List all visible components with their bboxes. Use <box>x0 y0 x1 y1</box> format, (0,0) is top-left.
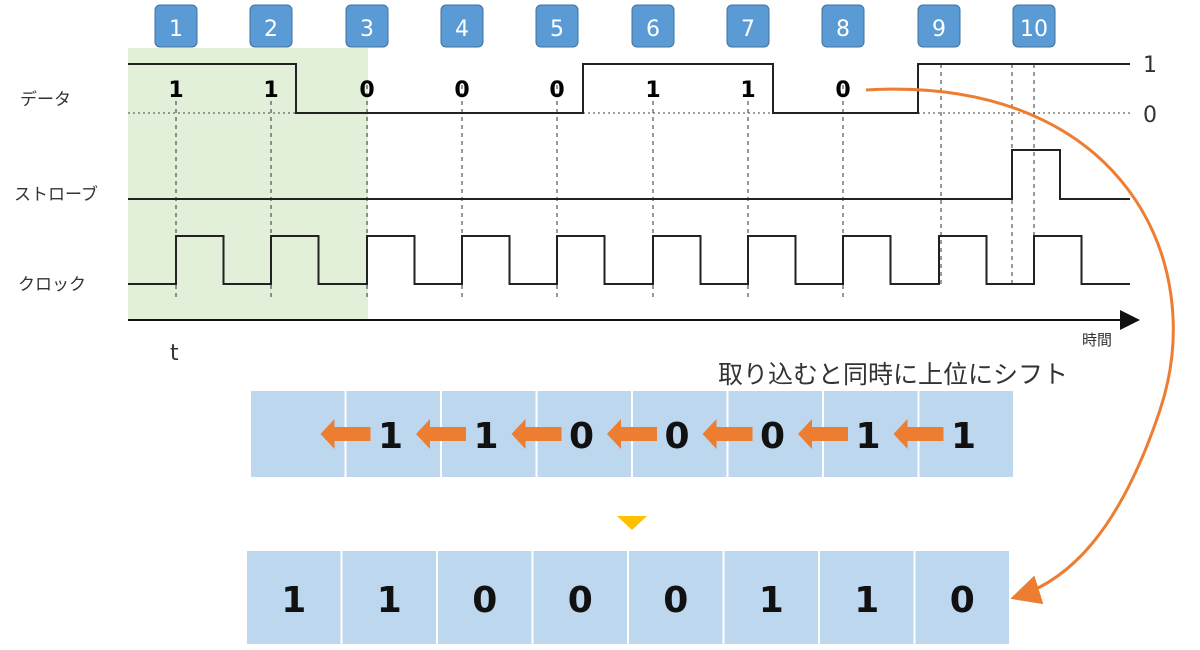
slot-number: 4 <box>455 17 469 42</box>
waveform-bit: 1 <box>263 78 278 103</box>
result-register-bit: 1 <box>281 580 306 621</box>
time-axis-arrowhead <box>1120 310 1140 330</box>
slot-number: 5 <box>550 17 564 42</box>
down-triangle <box>617 516 647 530</box>
clock-waveform <box>128 235 1130 285</box>
slot-numbers: 1 2 3 4 5 6 7 8 9 10 <box>154 4 1056 48</box>
t-label: t <box>170 341 179 366</box>
slot-box <box>631 4 675 48</box>
result-register: 1 1 0 0 0 1 1 0 <box>245 549 1011 646</box>
slot-number: 10 <box>1020 17 1048 42</box>
shift-arrow <box>702 419 753 449</box>
waveform-bit: 1 <box>740 78 755 103</box>
shift-arrow <box>511 419 562 449</box>
slot-number: 3 <box>360 17 374 42</box>
result-register-bit: 0 <box>472 580 497 621</box>
slot-box <box>917 4 961 48</box>
shift-register-bit: 1 <box>855 416 880 457</box>
shift-register-bit: 1 <box>951 416 976 457</box>
shift-register-bit: 0 <box>760 416 785 457</box>
shift-register: 1 1 0 0 0 1 1 <box>249 389 1015 479</box>
level-high-label: 1 <box>1143 53 1157 78</box>
shift-register-bit: 1 <box>378 416 403 457</box>
slot-number: 8 <box>836 17 850 42</box>
waveform-bit: 0 <box>549 78 564 103</box>
result-register-bit: 0 <box>950 580 975 621</box>
strobe-signal-label: ストローブ <box>14 184 98 205</box>
transfer-arrow <box>865 87 1175 605</box>
result-register-bit: 0 <box>663 580 688 621</box>
data-signal-label: データ <box>20 89 71 110</box>
slot-number: 6 <box>646 17 660 42</box>
result-register-cell <box>245 549 343 646</box>
slot-box <box>345 4 389 48</box>
result-register-bit: 0 <box>568 580 593 621</box>
result-register-bit: 1 <box>759 580 784 621</box>
shift-arrow <box>607 419 657 449</box>
result-register-cell <box>913 549 1011 646</box>
slot-box <box>249 4 293 48</box>
waveform-bit: 1 <box>645 78 660 103</box>
slot-box <box>726 4 770 48</box>
slot-box <box>440 4 484 48</box>
slot-box <box>535 4 579 48</box>
strobe-waveform <box>128 149 1130 200</box>
clock-signal-label: クロック <box>18 275 86 295</box>
waveform-bit: 0 <box>454 78 469 103</box>
result-register-cell <box>818 549 916 646</box>
result-register-bit: 1 <box>854 580 879 621</box>
shift-register-bit: 0 <box>664 416 689 457</box>
result-register-cell <box>436 549 534 646</box>
shift-arrow <box>893 419 944 449</box>
result-register-bit: 1 <box>377 580 402 621</box>
shift-arrow <box>416 419 466 449</box>
result-register-cell <box>627 549 725 646</box>
waveform-bit: 0 <box>359 78 374 103</box>
data-bits-on-waveform: 1 1 0 0 0 1 1 0 <box>168 78 850 103</box>
shift-arrow <box>798 419 848 449</box>
time-axis-label: 時間 <box>1082 331 1112 349</box>
result-register-cell <box>531 549 629 646</box>
shift-register-bit: 1 <box>473 416 498 457</box>
slot-box <box>154 4 198 48</box>
waveform-bit: 0 <box>835 78 850 103</box>
shift-annotation: 取り込むと同時に上位にシフト <box>718 360 1068 389</box>
highlight-region <box>128 48 368 320</box>
waveform-bit: 1 <box>168 78 183 103</box>
shift-arrow <box>320 419 371 449</box>
slot-number: 7 <box>741 17 755 42</box>
slot-box <box>1012 4 1056 48</box>
slot-number: 9 <box>932 17 946 42</box>
slot-box <box>821 4 865 48</box>
level-low-label: 0 <box>1143 103 1157 128</box>
slot-number: 2 <box>264 17 278 42</box>
slot-number: 1 <box>169 17 183 42</box>
shift-register-bit: 0 <box>569 416 594 457</box>
